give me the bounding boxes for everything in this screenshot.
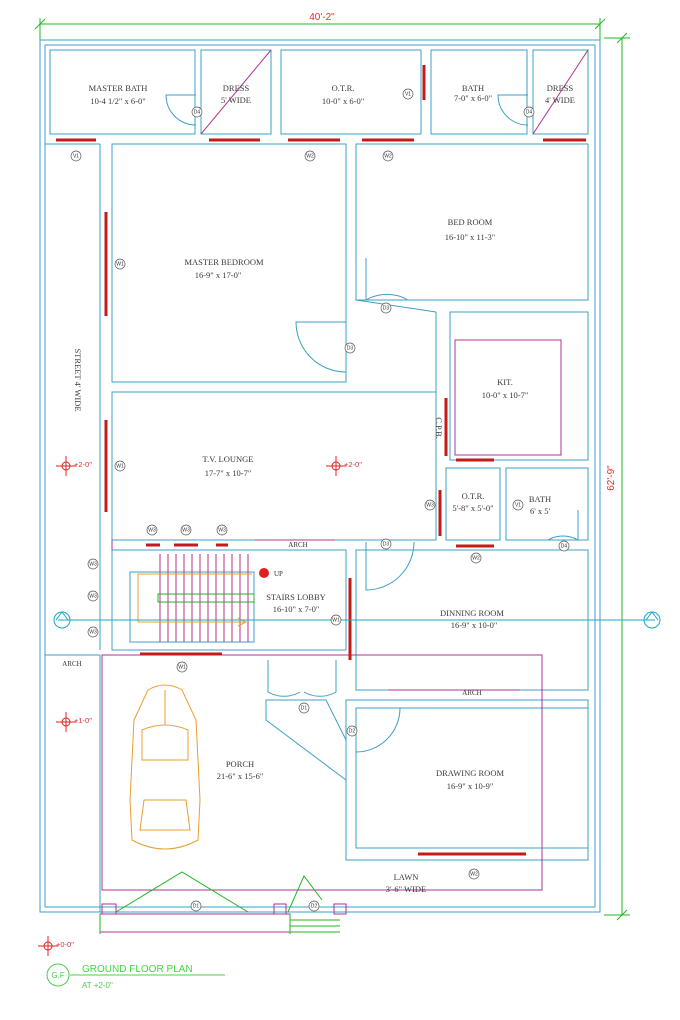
dress-1-size: 5' WIDE	[221, 95, 251, 105]
title-block	[46, 963, 225, 987]
master-bedroom-size: 16-9" x 17-0"	[195, 270, 242, 280]
tag-vent-bath: V1	[73, 153, 79, 159]
tag-window-otr-bottom: W2	[472, 555, 480, 561]
tag-vent-bath-mid: V1	[515, 502, 521, 508]
title-badge: G.F	[51, 971, 64, 980]
tag-stair-window-1: W3	[89, 561, 97, 567]
windows	[56, 65, 586, 856]
lawn-name: LAWN	[394, 872, 419, 882]
kitchen-name: KIT.	[497, 377, 513, 387]
tag-door-master: D3	[347, 345, 354, 351]
tag-stair-window-2: W3	[89, 593, 97, 599]
dress-2-size: 4' WIDE	[545, 95, 575, 105]
bath-top-name: BATH	[462, 83, 484, 93]
arch-lobby: ARCH	[288, 541, 307, 549]
cpb-label: C.P.B.	[434, 417, 444, 439]
tag-window-master: W1	[116, 261, 124, 267]
porch-size: 21-6" x 15-6"	[217, 771, 264, 781]
tag-window-drawing: W2	[470, 871, 478, 877]
dinning-room-name: DINNING ROOM	[440, 608, 504, 618]
partitions	[101, 339, 562, 891]
tag-window-bedroom: W2	[384, 153, 392, 159]
level-lounge-right: +2-0"	[344, 460, 362, 469]
entrance-gate	[99, 871, 347, 934]
outer-walls	[39, 39, 601, 913]
kitchen-size: 10-0" x 10-7"	[482, 390, 529, 400]
width-label: 40'-2"	[309, 12, 335, 23]
bed-room-size: 16-10" x 11-3"	[445, 232, 496, 242]
tag-window-lounge: W1	[116, 463, 124, 469]
plan-title: GROUND FLOOR PLAN	[82, 964, 193, 975]
stairs-lobby-size: 16-10" x 7-0"	[273, 604, 320, 614]
car-outline	[129, 684, 201, 850]
arch-dining: ARCH	[462, 689, 481, 697]
bath-mid-name: BATH	[529, 494, 551, 504]
tag-window-otr-mid: W3	[426, 502, 434, 508]
plan-subtitle: AT +2-0"	[82, 981, 113, 990]
bath-top-size: 7-0" x 6-0"	[454, 93, 492, 103]
master-bath-name: MASTER BATH	[89, 83, 148, 93]
drawing-room-size: 16-9" x 10-9"	[447, 781, 494, 791]
tag-door-bedroom: D3	[383, 305, 390, 311]
depth-label: 62'-9"	[606, 465, 617, 491]
dress-2-name: DRESS	[547, 83, 574, 93]
tag-door-drawing: D2	[349, 728, 356, 734]
street-label: STREET 4' WIDE	[73, 348, 83, 411]
bed-room-name: BED ROOM	[448, 217, 493, 227]
tag-vent-otr: V1	[405, 91, 411, 97]
otr-top-size: 10-0" x 6-0"	[322, 96, 364, 106]
otr-mid-name: O.T.R.	[462, 491, 485, 501]
tv-lounge-size: 17-7" x 10-7"	[205, 468, 252, 478]
tag-vent-2: W3	[182, 527, 190, 533]
tag-stair-window-3: W3	[89, 629, 97, 635]
top-row-walls	[49, 49, 589, 135]
section-line	[53, 611, 661, 629]
dinning-room-size: 16-9" x 10-0"	[451, 620, 498, 630]
level-lounge-left: +2-0"	[74, 460, 92, 469]
tag-vent-3: W3	[218, 527, 226, 533]
level-porch: +1-0"	[74, 716, 92, 725]
tag-door-main: D1	[301, 705, 308, 711]
tv-lounge-name: T.V. LOUNGE	[203, 454, 254, 464]
tag-window-lobby: W1	[332, 617, 340, 623]
dress-1-name: DRESS	[223, 83, 250, 93]
tag-door-bath-mid: D4	[561, 543, 568, 549]
bath-mid-size: 6' x 5'	[530, 506, 551, 516]
staircase	[129, 554, 255, 643]
up-label: UP	[274, 570, 283, 578]
porch-name: PORCH	[226, 759, 254, 769]
tag-vent-1: W3	[148, 527, 156, 533]
tag-window-otr: W2	[306, 153, 314, 159]
lawn-size: 3'-6" WIDE	[386, 884, 427, 894]
tag-gate-main: D1	[193, 903, 200, 909]
tag-window-porch: W1	[178, 664, 186, 670]
arch-street: ARCH	[62, 660, 81, 668]
otr-top-name: O.T.R.	[332, 83, 355, 93]
master-bedroom-name: MASTER BEDROOM	[184, 257, 264, 267]
drawing-room-name: DRAWING ROOM	[436, 768, 504, 778]
level-entrance: +0-0"	[56, 940, 74, 949]
tag-door-dress-1: D4	[194, 109, 201, 115]
otr-mid-size: 5'-8" x 5'-0"	[452, 503, 493, 513]
stairs-lobby-name: STAIRS LOBBY	[266, 592, 326, 602]
tag-door-dress-2: D4	[526, 109, 533, 115]
street-strip	[45, 143, 101, 912]
doors	[165, 94, 579, 781]
up-marker	[259, 568, 269, 578]
level-markers	[38, 456, 346, 956]
depth-dimension	[604, 32, 630, 921]
width-dimension	[34, 18, 606, 44]
tag-gate-side: D2	[311, 903, 318, 909]
master-bath-size: 10-4 1/2" x 6-0"	[90, 96, 145, 106]
tag-door-lounge: D3	[383, 541, 390, 547]
